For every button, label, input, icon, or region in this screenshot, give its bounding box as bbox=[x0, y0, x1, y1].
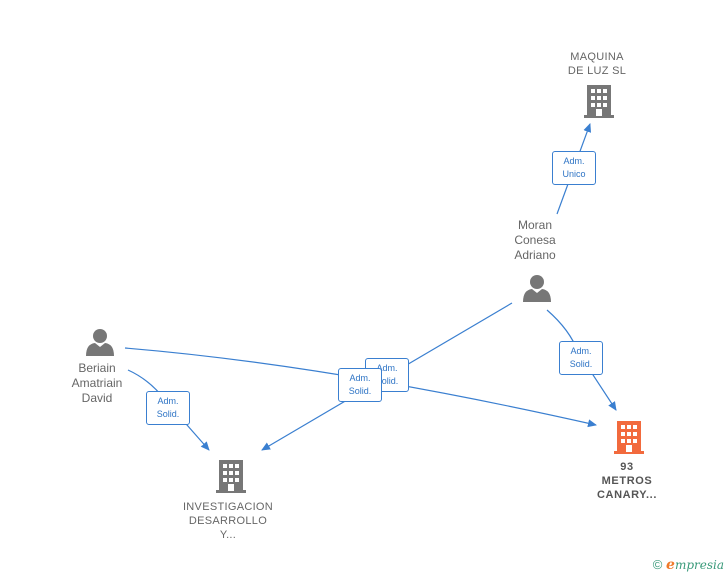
label-line: METROS bbox=[601, 475, 653, 487]
edge-badge-moran-maquina[interactable]: Adm. Unico bbox=[552, 151, 596, 185]
label-line: Conesa bbox=[514, 233, 556, 247]
badge-line: Unico bbox=[562, 169, 586, 179]
badge-line: Adm. bbox=[570, 346, 592, 356]
brand-name: mpresia bbox=[674, 558, 724, 572]
badge-line: Solid. bbox=[156, 409, 180, 419]
label-line: DESARROLLO bbox=[188, 515, 268, 527]
company-label-metros[interactable]: 93 METROS CANARY... bbox=[580, 460, 674, 502]
badge-line: Adm. bbox=[563, 156, 585, 166]
label-line: Adriano bbox=[514, 248, 556, 262]
label-line: Amatriain bbox=[71, 376, 123, 390]
label-line: DE LUZ SL bbox=[567, 65, 627, 77]
company-label-maquina[interactable]: MAQUINA DE LUZ SL bbox=[545, 50, 649, 78]
badge-line: Solid. bbox=[375, 376, 399, 386]
edge-badge-beriain-investigacion[interactable]: Adm. Solid. bbox=[146, 391, 190, 425]
label-line: Beriain bbox=[78, 361, 116, 375]
building-icon[interactable] bbox=[216, 460, 246, 493]
badge-line: Adm. bbox=[157, 396, 179, 406]
badge-line: Adm. bbox=[376, 363, 398, 373]
person-label-beriain[interactable]: Beriain Amatriain David bbox=[57, 361, 137, 406]
badge-line: Solid. bbox=[569, 359, 593, 369]
brand-logo: empresia bbox=[666, 557, 724, 573]
label-line: MAQUINA bbox=[570, 51, 624, 63]
person-icon[interactable] bbox=[523, 275, 551, 302]
person-label-moran[interactable]: Moran Conesa Adriano bbox=[495, 218, 575, 263]
badge-line: Solid. bbox=[348, 386, 372, 396]
building-icon[interactable] bbox=[584, 85, 614, 118]
label-line: Y... bbox=[219, 529, 237, 541]
label-line: CANARY... bbox=[597, 489, 657, 501]
building-icon[interactable] bbox=[614, 421, 644, 454]
edge-badge-moran-metros[interactable]: Adm. Solid. bbox=[559, 341, 603, 375]
label-line: David bbox=[81, 391, 113, 405]
copyright-icon: © bbox=[652, 557, 663, 572]
company-label-investigacion[interactable]: INVESTIGACION DESARROLLO Y... bbox=[168, 500, 288, 542]
person-icon[interactable] bbox=[86, 329, 114, 356]
edge-badge-beriain-metros[interactable]: Adm. Solid. bbox=[338, 368, 382, 402]
badge-line: Adm. bbox=[349, 373, 371, 383]
label-line: INVESTIGACION bbox=[182, 501, 274, 513]
label-line: 93 bbox=[620, 461, 634, 473]
brand-footer[interactable]: © empresia bbox=[653, 557, 724, 573]
label-line: Moran bbox=[517, 218, 552, 232]
brand-initial: e bbox=[666, 557, 675, 573]
